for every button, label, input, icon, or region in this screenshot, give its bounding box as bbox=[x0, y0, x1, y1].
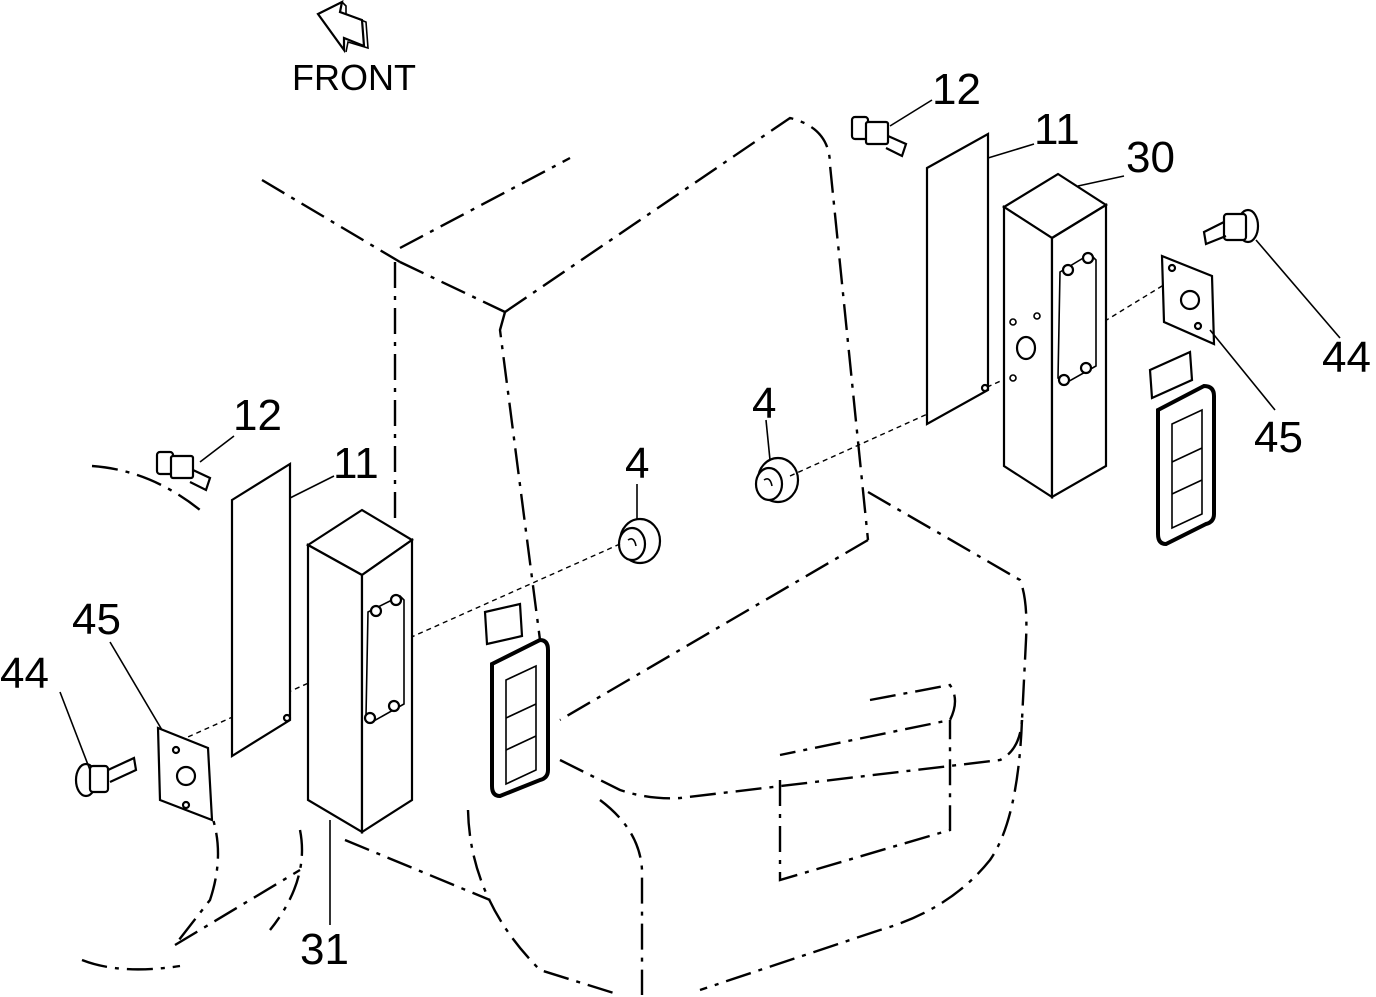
left-bolt-12 bbox=[155, 450, 212, 492]
callout-leaders bbox=[59, 99, 1341, 925]
callout-left-bolt: 12 bbox=[233, 391, 282, 440]
grommet-right bbox=[754, 456, 800, 504]
center-lamp bbox=[483, 602, 550, 799]
callout-left-bracket: 31 bbox=[300, 925, 349, 974]
callout-right-gasket: 45 bbox=[1254, 413, 1303, 462]
right-bracket-30 bbox=[1001, 172, 1109, 500]
callout-right-plate: 11 bbox=[1034, 105, 1080, 154]
right-bolt-12 bbox=[850, 115, 908, 158]
grommet-left bbox=[617, 517, 662, 565]
callout-left-gasket: 45 bbox=[72, 595, 121, 644]
left-gasket-45 bbox=[156, 726, 214, 822]
front-label: FRONT bbox=[292, 57, 416, 98]
left-plate-11 bbox=[230, 462, 292, 758]
callout-grommet-right: 4 bbox=[752, 379, 776, 428]
callout-grommet-left: 4 bbox=[625, 439, 649, 488]
left-screw-44 bbox=[74, 756, 138, 798]
callout-left-screw: 44 bbox=[0, 649, 49, 698]
right-plate-11 bbox=[925, 132, 990, 426]
callout-right-screw: 44 bbox=[1322, 333, 1371, 382]
left-bracket-31 bbox=[305, 508, 415, 835]
right-lamp bbox=[1148, 350, 1216, 547]
callout-right-bolt: 12 bbox=[932, 65, 981, 114]
callout-right-bracket: 30 bbox=[1126, 133, 1175, 182]
cab-outline bbox=[81, 116, 1028, 997]
front-arrow-icon bbox=[316, 0, 369, 54]
right-gasket-45 bbox=[1160, 254, 1216, 346]
callout-left-plate: 11 bbox=[333, 439, 379, 488]
right-screw-44 bbox=[1202, 208, 1260, 246]
right-leader-line bbox=[789, 274, 1181, 477]
